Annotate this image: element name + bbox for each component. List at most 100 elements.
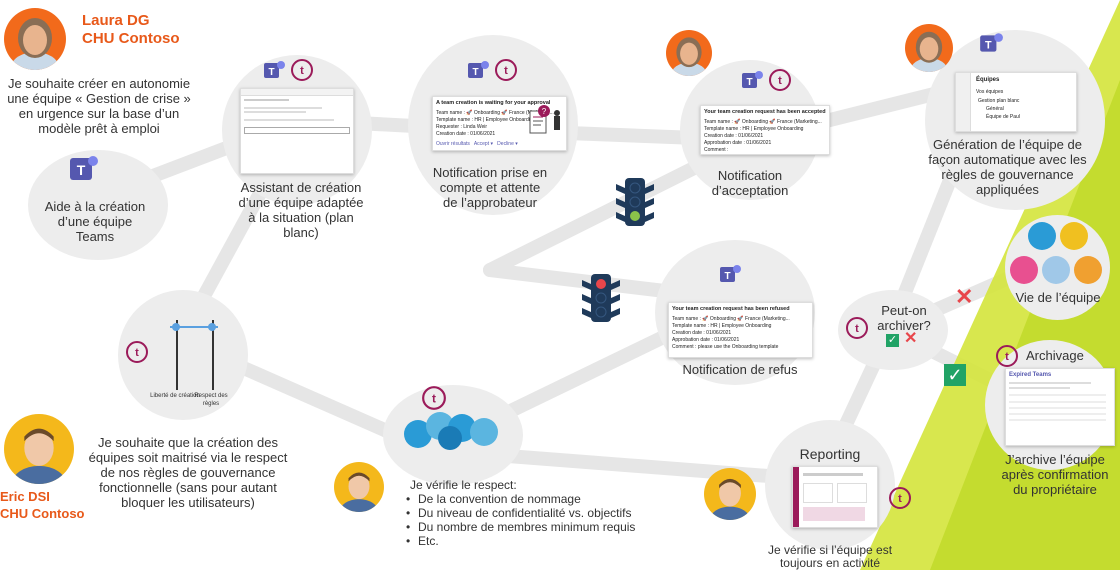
wait-card-row: Creation date : 01/06/2021 [436,131,496,137]
svg-text:T: T [746,77,752,88]
verif-item: De la convention de nommage [404,492,635,506]
teams-panel-row: Vos équipes [976,89,1004,95]
approval-document-icon: ? [528,103,564,142]
vie-text: Vie de l’équipe [1015,290,1101,305]
archivage-title: Archivage [1026,348,1084,363]
teams-panel-screenshot: Équipes Vos équipes Gestion plan blanc G… [955,72,1077,132]
avatar [1060,222,1088,250]
svg-text:t: t [778,75,782,87]
teams-icon: T [262,58,286,87]
avatar [1042,256,1070,284]
eric-org: CHU Contoso [0,506,85,521]
eric-avatar-small [704,468,756,520]
brand-logo-icon: t [845,316,869,345]
traffic-light-red-icon [582,274,620,322]
refuse-card: Your team creation request has been refu… [668,302,813,358]
peut-on-text: Peut-on archiver? [877,303,931,333]
governance-slider-diagram [150,314,240,404]
laura-avatar-small [905,24,953,72]
refuse-text: Notification de refus [682,362,798,377]
peut-circle [838,290,948,370]
cross-icon: ✕ [955,284,974,309]
accept-card-row: Approbation date : 01/06/2021 [704,140,772,146]
svg-text:t: t [1005,351,1009,363]
brand-logo-icon: t [290,58,314,87]
svg-text:t: t [504,65,508,77]
cloud-rules-icon [400,410,505,452]
brand-logo-icon: t [888,486,912,515]
slider-left-label: Liberté de création [150,393,200,399]
svg-text:T: T [724,271,730,282]
avatar [1074,256,1102,284]
accept-card-title: Your team creation request has been acce… [704,109,826,115]
teams-icon: T [718,262,742,291]
laura-need: Je souhaite créer en autonomie une équip… [7,76,191,136]
svg-text:t: t [135,347,139,359]
check-icon: ✓ [886,334,899,347]
teams-panel-title: Équipes [976,77,1000,83]
refuse-card-row: Creation date : 01/06/2021 [672,330,732,336]
reporting-note: Je vérifie si l’équipe est toujours en a… [767,543,893,570]
archive-note: J’archive l’équipe après confirmation du… [1001,452,1109,497]
refuse-card-row: Comment : please use the Onboarding temp… [672,344,779,350]
brand-logo-icon: t [995,344,1019,373]
expired-teams-title: Expired Teams [1009,372,1052,378]
refuse-card-row: Template name : HR | Employee Onboarding [672,323,772,329]
refuse-card-row: Approbation date : 01/06/2021 [672,337,740,343]
eric-need: Je souhaite que la création des équipes … [88,435,288,510]
generation-text: Génération de l’équipe de façon automati… [928,137,1087,197]
slider-right-label: Respect des règles [194,393,228,407]
accept-button[interactable]: Accept ▾ [473,141,493,147]
laura-avatar [4,8,66,70]
brand-logo-icon: t [421,385,447,416]
wait-card-row: Requester : Linda Weir [436,124,488,130]
teams-icon: T [466,58,490,87]
brand-logo-icon: t [494,58,518,87]
expired-teams-screenshot: Expired Teams [1005,368,1115,446]
teams-panel-row[interactable]: Général [986,106,1004,112]
slider-circle [118,290,248,420]
verif-intro: Je vérifie le respect: [410,478,517,492]
svg-text:t: t [300,65,304,77]
verif-item: Etc. [404,534,635,548]
assistant-text: Assistant de création d’une équipe adapt… [238,180,364,240]
teams-panel-row[interactable]: Équipe de Paul [986,114,1020,120]
reporting-dashboard [792,466,878,528]
help-text: Aide à la création d’une équipe Teams [44,199,146,244]
assistant-screenshot [240,88,354,174]
verif-list: De la convention de nommage Du niveau de… [404,492,635,548]
wait-text: Notification prise en compte et attente … [432,165,548,210]
wait-card-title: A team creation is waiting for your appr… [436,100,551,106]
refuse-card-row: Team name : 🚀 Onboarding 🚀 France (Marke… [672,316,790,322]
laura-org: CHU Contoso [82,30,180,47]
laura-avatar-small [666,30,712,76]
teams-panel-row[interactable]: Gestion plan blanc [978,98,1020,104]
wait-card-row: Template name : HR | Employee Onboarding [436,117,536,123]
decline-button[interactable]: Decline ▾ [497,141,518,147]
svg-text:T: T [985,39,992,51]
avatar [1010,256,1038,284]
laura-name: Laura DG [82,12,150,29]
teams-icon: T [978,30,1004,61]
brand-logo-icon: t [768,68,792,97]
check-icon: ✓ [944,364,966,386]
eric-avatar-small [334,462,384,512]
accept-card: Your team creation request has been acce… [700,105,830,155]
cross-icon: ✕ [904,330,918,347]
teams-icon: T [66,152,100,191]
help-circle [28,150,168,260]
eric-name: Eric DSI [0,489,50,504]
svg-text:T: T [77,162,86,178]
svg-text:t: t [855,323,859,335]
accept-card-row: Creation date : 01/06/2021 [704,133,764,139]
reporting-title: Reporting [799,446,861,462]
accept-card-row: Team name : 🚀 Onboarding 🚀 France (Marke… [704,119,822,125]
svg-text:?: ? [542,107,547,116]
avatar [1028,222,1056,250]
wait-card-row: Team name : 🚀 Onboarding 🚀 France (Marke… [436,110,554,116]
open-results-button[interactable]: Ouvrir résultats [436,141,470,147]
verif-item: Du nombre de membres minimum requis [404,520,635,534]
svg-text:T: T [268,67,274,78]
accept-card-row: Template name : HR | Employee Onboarding [704,126,804,132]
svg-text:T: T [472,67,478,78]
